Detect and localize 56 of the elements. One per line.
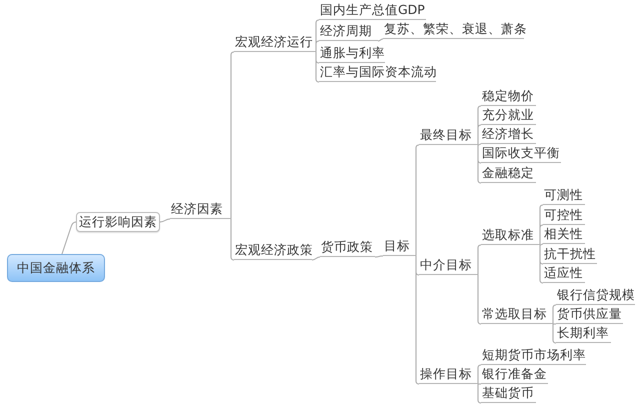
underlined-topic: 可测性 (543, 187, 585, 205)
connector-line (62, 222, 76, 254)
connector-line (230, 52, 234, 220)
connector-line (552, 324, 556, 344)
connector-line (316, 40, 320, 52)
connector-line (540, 244, 544, 246)
connector-line (552, 304, 556, 324)
connector-line (416, 256, 420, 384)
root-topic: 中国金融体系 (7, 254, 105, 282)
underlined-topic: 常选取目标 (481, 306, 553, 324)
underlined-topic: 货币政策 (320, 239, 375, 257)
underlined-topic: 宏观经济运行 (234, 34, 316, 52)
connector-line (416, 144, 420, 256)
connector-line (478, 144, 482, 146)
connector-line (374, 256, 384, 258)
underlined-topic: 汇率与国际资本流动 (319, 64, 436, 82)
branch-topic-box: 运行影响因素 (76, 212, 160, 232)
underlined-topic: 银行准备金 (481, 366, 548, 384)
connector-line (540, 244, 544, 284)
underlined-topic: 宏观经济政策 (234, 242, 312, 260)
underlined-topic: 长期利率 (556, 325, 611, 343)
underlined-topic: 复苏、繁荣、衰退、萧条 (383, 21, 524, 39)
connector-line (478, 124, 482, 146)
connector-line (478, 364, 482, 384)
connector-line (312, 256, 320, 260)
underlined-topic: 目标 (383, 238, 416, 256)
connector-line (316, 52, 320, 82)
connector-line (478, 274, 482, 324)
underlined-topic: 最终目标 (419, 127, 478, 145)
connector-line (540, 224, 544, 246)
connector-line (478, 144, 482, 184)
connector-line (478, 244, 482, 276)
underlined-topic: 可控性 (543, 207, 585, 225)
connector-line (160, 218, 170, 222)
underlined-topic: 金融稳定 (481, 165, 536, 183)
underlined-topic: 相关性 (543, 226, 585, 244)
underlined-topic: 国际收支平衡 (481, 145, 561, 163)
underlined-topic: 通胀与利率 (319, 45, 385, 63)
underlined-topic: 中介目标 (419, 257, 478, 275)
connector-line (378, 38, 384, 42)
underlined-topic: 稳定物价 (481, 88, 536, 106)
underlined-topic: 选取标准 (481, 227, 540, 245)
underlined-topic: 抗干扰性 (543, 246, 597, 264)
underlined-topic: 经济周期 (319, 23, 378, 41)
underlined-topic: 基础货币 (481, 385, 536, 403)
underlined-topic: 短期货币市场利率 (481, 347, 586, 365)
connector-line (230, 218, 234, 260)
connector-line (478, 384, 482, 404)
underlined-topic: 操作目标 (419, 366, 478, 384)
underlined-topic: 经济增长 (481, 126, 536, 144)
underlined-topic: 充分就业 (481, 107, 536, 125)
underlined-topic: 货币供应量 (556, 306, 623, 324)
underlined-topic: 经济因素 (170, 201, 231, 219)
underlined-topic: 国内生产总值GDP (319, 2, 426, 20)
underlined-topic: 适应性 (543, 265, 585, 283)
underlined-topic: 银行信贷规模 (556, 287, 635, 305)
